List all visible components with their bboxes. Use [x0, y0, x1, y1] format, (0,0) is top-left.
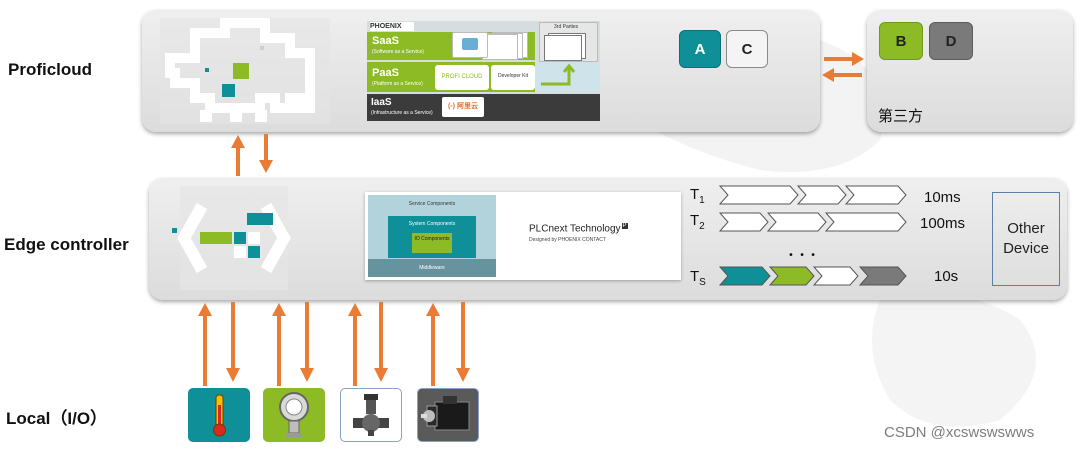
plcnext-designed-by: Designed by PHOENIX CONTACT	[529, 237, 606, 243]
system-components-label: System Components	[408, 221, 456, 227]
system-components-layer: System Components IO Components	[388, 216, 476, 258]
plcnext-tech-text: PLCnext Technology	[529, 223, 621, 235]
task-label-1: T1	[690, 186, 705, 206]
saas-subtitle: (Software as a Service)	[372, 49, 424, 55]
paas-title: PaaS	[372, 67, 399, 79]
valve-device	[340, 388, 402, 442]
pressure-sensor-icon	[279, 392, 309, 437]
thermometer-icon	[213, 394, 226, 437]
ellipsis: • • •	[788, 250, 818, 261]
third-parties-label: 3rd Parties	[554, 24, 579, 30]
box-c: C	[726, 30, 768, 68]
iaas-layer: IaaS (Infrastructure as a Service) (-) 阿…	[367, 94, 600, 121]
task-label-2: T2	[690, 212, 705, 232]
tier-label-local: Local（I/O）	[6, 409, 108, 428]
third-party-label: 第三方	[878, 107, 924, 125]
iaas-title: IaaS	[371, 97, 392, 108]
aliyun-card: (-) 阿里云	[442, 97, 484, 117]
box-d: D	[929, 22, 973, 60]
valve-icon	[353, 394, 389, 436]
task-time-1: 10ms	[924, 189, 961, 206]
saas-app-cards	[452, 30, 528, 60]
plcnext-trademark: P	[621, 223, 628, 229]
tier-label-edge: Edge controller	[4, 235, 129, 254]
iaas-subtitle: (Infrastructure as a Service)	[371, 110, 433, 116]
cloud-edge-arrows	[231, 134, 273, 176]
proficloud-logo-icon	[160, 18, 330, 124]
task-2-chevrons	[718, 212, 907, 232]
plcnext-logo-icon	[172, 186, 291, 290]
box-b: B	[879, 22, 923, 60]
other-device-box: Other Device	[992, 192, 1060, 286]
paas-extension	[535, 62, 600, 92]
box-a: A	[679, 30, 721, 68]
servo-motor-device	[417, 388, 479, 442]
paas-subtitle: (Platform as a Service)	[372, 81, 423, 87]
curved-arrow-icon	[541, 63, 576, 86]
middleware-label: Middleware	[368, 259, 496, 277]
edge-local-arrows	[198, 302, 470, 386]
thermometer-device	[188, 388, 250, 442]
cloud-third-party-arrows	[822, 52, 864, 82]
task-1-chevrons	[718, 185, 907, 205]
plcnext-technology-card: Service Components System Components IO …	[365, 192, 681, 280]
watermark: CSDN @xcswswswws	[884, 424, 1035, 441]
third-parties-box: 3rd Parties	[539, 22, 598, 62]
tier-label-cloud: Proficloud	[8, 60, 93, 79]
io-components-label: IO Components	[412, 233, 452, 253]
phoenix-brand: PHOENIX	[370, 22, 414, 31]
developer-kit-card: Developer Kit	[491, 65, 535, 90]
task-time-2: 100ms	[920, 215, 966, 232]
task-chevrons	[718, 185, 907, 286]
service-components-layer: Service Components System Components IO …	[368, 195, 496, 277]
pressure-sensor-device	[263, 388, 325, 442]
task-time-s: 10s	[934, 268, 959, 285]
task-s-chevrons	[718, 266, 907, 286]
saas-title: SaaS	[372, 35, 399, 47]
servo-motor-icon	[421, 396, 470, 431]
task-label-s: TS	[690, 268, 706, 288]
service-components-label: Service Components	[408, 201, 456, 207]
profi-cloud-card: PROFI CLOUD	[435, 65, 489, 90]
